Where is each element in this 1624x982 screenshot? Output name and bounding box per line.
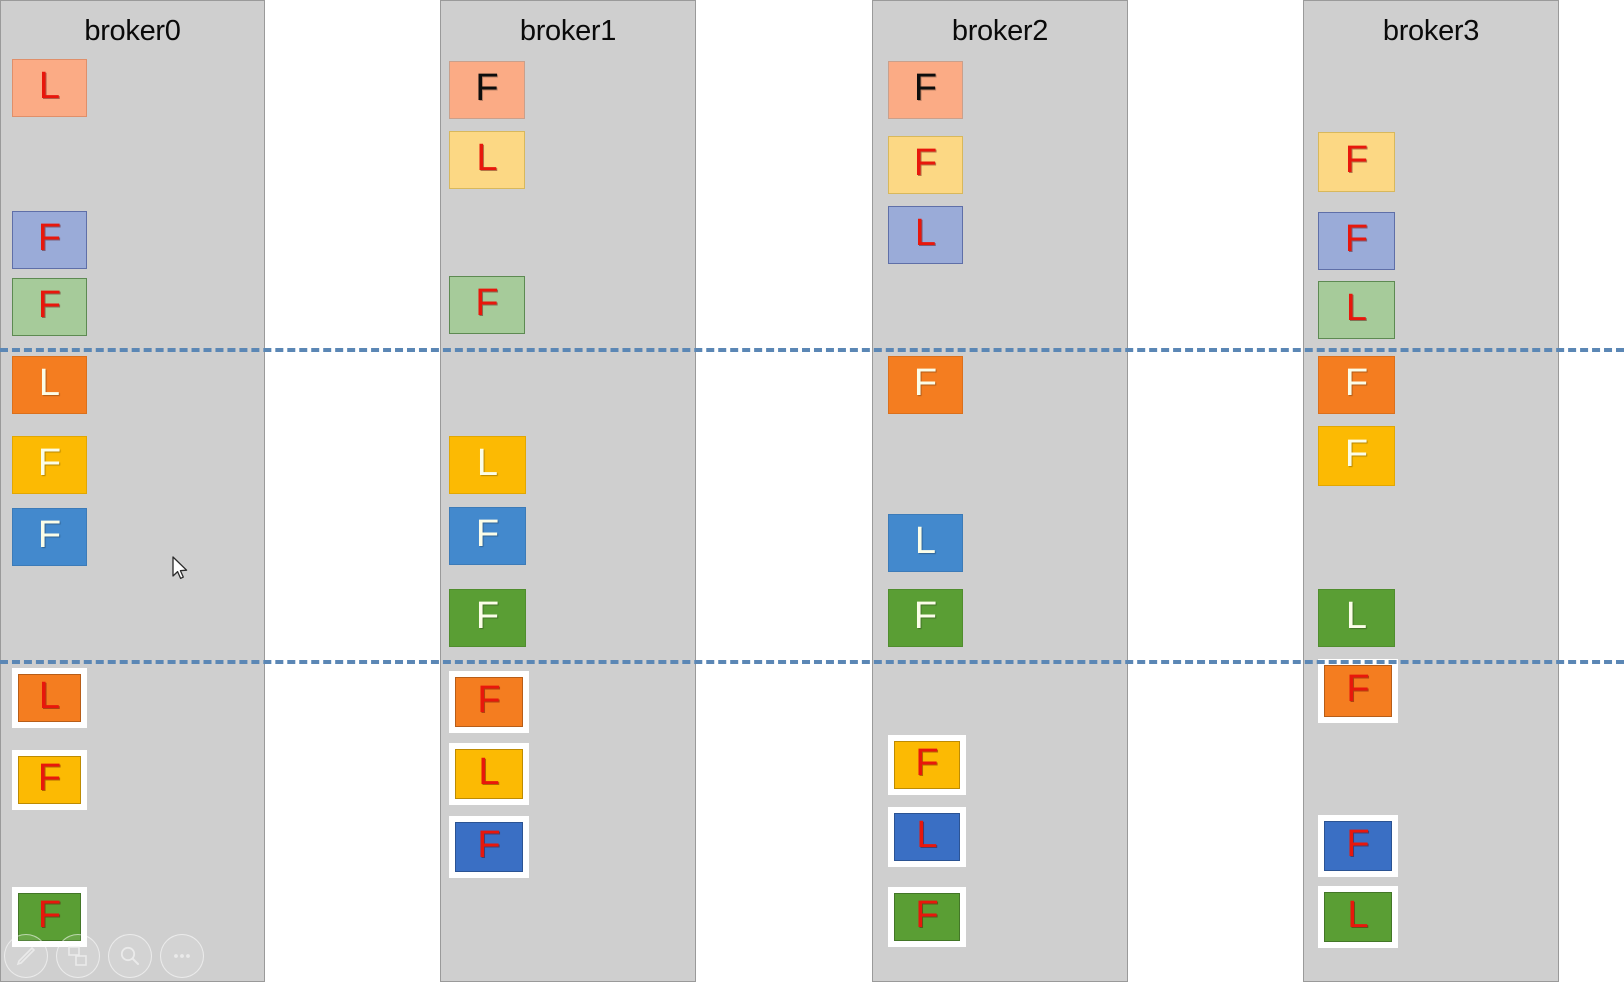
tile-b2-2[interactable]: L: [888, 206, 963, 264]
tile-b0-4[interactable]: F: [12, 436, 87, 494]
tile-letter: L: [476, 442, 499, 484]
more-icon[interactable]: [160, 934, 204, 978]
tile-letter: F: [477, 679, 501, 721]
tile-letter: F: [37, 514, 62, 556]
shapes-icon[interactable]: [56, 934, 100, 978]
tile-letter: F: [37, 217, 62, 259]
tile-b3-1[interactable]: F: [1318, 212, 1395, 270]
tile-b3-8[interactable]: L: [1318, 886, 1398, 948]
tile-letter: F: [475, 282, 499, 324]
tile-letter: F: [37, 757, 62, 799]
tile-b3-3[interactable]: F: [1318, 356, 1395, 414]
tile-letter: L: [38, 65, 61, 107]
partition-divider-1: [0, 348, 1624, 352]
tile-letter: F: [1344, 433, 1369, 475]
tile-b2-8[interactable]: F: [888, 887, 966, 947]
tile-b0-0[interactable]: L: [12, 59, 87, 117]
tile-b0-1[interactable]: F: [12, 211, 87, 269]
tile-letter: F: [1344, 218, 1369, 260]
tile-letter: F: [1344, 362, 1369, 404]
tile-letter: F: [915, 742, 939, 784]
tile-b1-4[interactable]: F: [449, 507, 526, 565]
tile-b1-7[interactable]: L: [449, 743, 529, 805]
tile-letter: F: [477, 824, 501, 866]
tile-b2-6[interactable]: F: [888, 735, 966, 795]
tile-letter: F: [913, 595, 938, 637]
tile-b1-5[interactable]: F: [449, 589, 526, 647]
tile-letter: F: [913, 362, 938, 404]
broker-title-broker3: broker3: [1382, 15, 1480, 47]
tile-b3-4[interactable]: F: [1318, 426, 1395, 486]
broker-title-broker0: broker0: [84, 15, 181, 47]
tile-letter: F: [475, 513, 500, 555]
tile-b0-5[interactable]: F: [12, 508, 87, 566]
tile-letter: L: [38, 362, 61, 404]
tile-b2-0[interactable]: F: [888, 61, 963, 119]
tile-letter: L: [916, 814, 938, 856]
tile-b2-3[interactable]: F: [888, 356, 963, 414]
tile-b2-5[interactable]: F: [888, 589, 963, 647]
tile-letter: L: [38, 675, 61, 717]
broker-title-broker1: broker1: [519, 15, 617, 47]
tile-letter: F: [1346, 823, 1370, 865]
tile-letter: F: [475, 595, 500, 637]
tile-letter: F: [37, 284, 62, 326]
tile-b3-5[interactable]: L: [1318, 589, 1395, 647]
tile-b2-1[interactable]: F: [888, 136, 963, 194]
pen-icon[interactable]: [4, 934, 48, 978]
tile-letter: L: [914, 520, 937, 562]
tile-b3-0[interactable]: F: [1318, 132, 1395, 192]
tile-b3-2[interactable]: L: [1318, 281, 1395, 339]
tile-b1-0[interactable]: F: [449, 61, 525, 119]
tile-letter: L: [1345, 595, 1368, 637]
tile-letter: F: [915, 894, 939, 936]
tile-b0-2[interactable]: F: [12, 278, 87, 336]
tile-b2-7[interactable]: L: [888, 807, 966, 867]
tile-letter: L: [1345, 287, 1368, 329]
tile-letter: L: [1347, 894, 1369, 936]
tile-b2-4[interactable]: L: [888, 514, 963, 572]
tile-b1-2[interactable]: F: [449, 276, 525, 334]
tile-b1-1[interactable]: L: [449, 131, 525, 189]
tile-letter: F: [37, 442, 62, 484]
tile-b0-6[interactable]: L: [12, 668, 87, 728]
tile-b0-7[interactable]: F: [12, 750, 87, 810]
tile-letter: F: [475, 67, 499, 109]
tile-letter: L: [476, 137, 498, 179]
tile-b3-7[interactable]: F: [1318, 815, 1398, 877]
search-icon[interactable]: [108, 934, 152, 978]
tile-letter: F: [37, 894, 62, 936]
tile-letter: F: [913, 142, 938, 184]
tile-b3-6[interactable]: F: [1318, 659, 1398, 723]
floating-toolbar[interactable]: [4, 934, 204, 978]
tile-letter: F: [1344, 139, 1369, 181]
tile-b1-3[interactable]: L: [449, 436, 526, 494]
tile-letter: F: [913, 67, 938, 109]
tile-letter: L: [914, 212, 937, 254]
broker-title-broker2: broker2: [951, 15, 1049, 47]
partition-divider-2: [0, 660, 1624, 664]
tile-b1-6[interactable]: F: [449, 671, 529, 733]
tile-b1-8[interactable]: F: [449, 816, 529, 878]
tile-b0-3[interactable]: L: [12, 356, 87, 414]
tile-letter: F: [1346, 668, 1370, 710]
tile-letter: L: [478, 751, 500, 793]
